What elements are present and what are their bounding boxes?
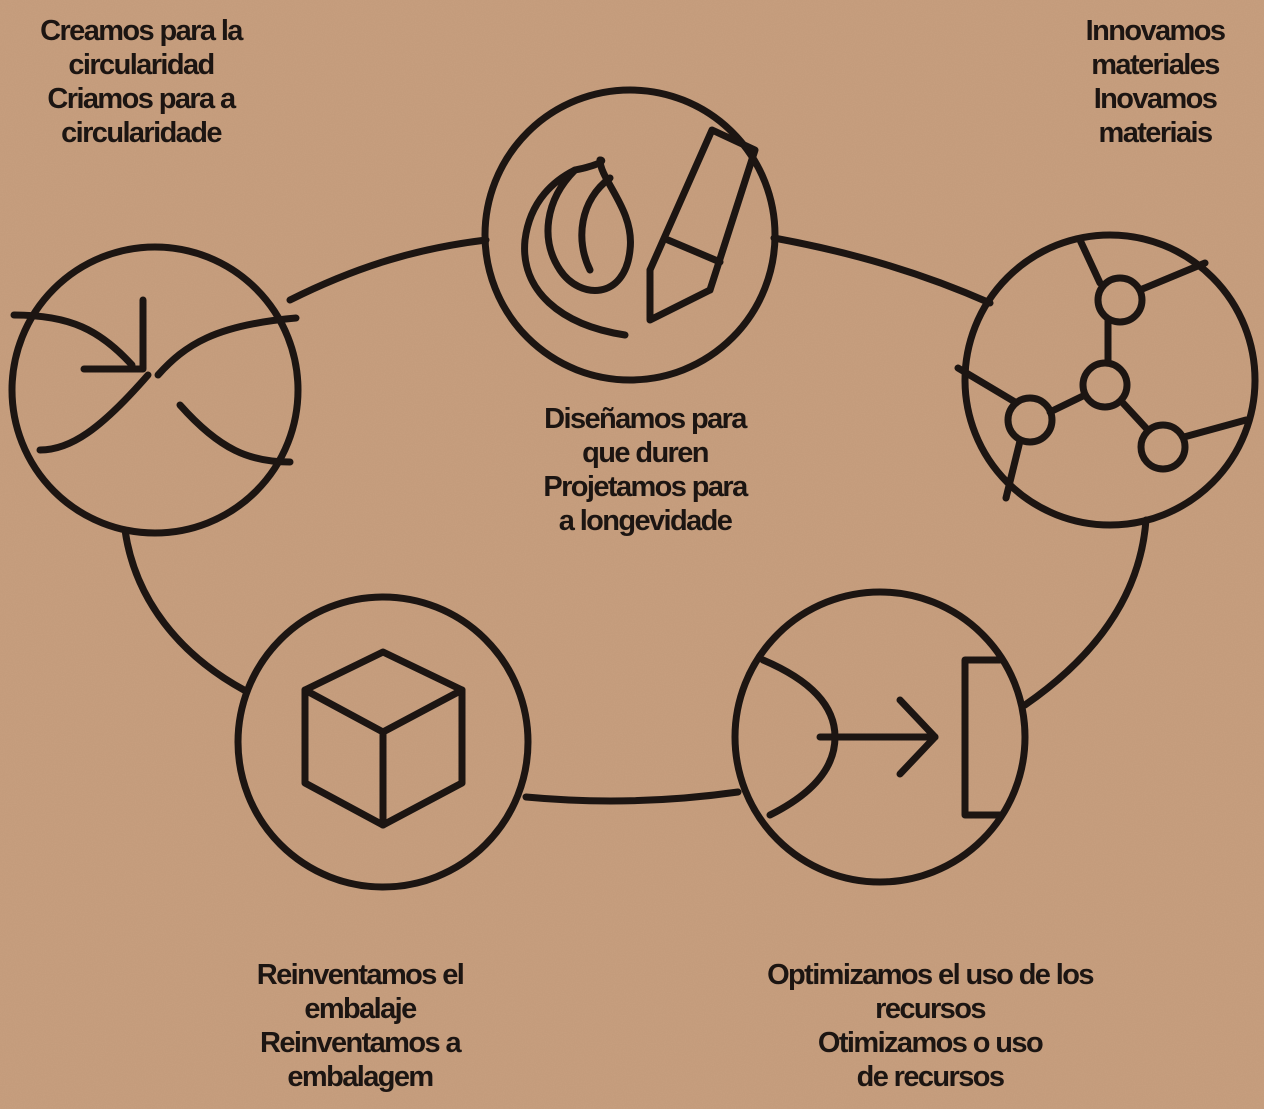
arc-resources-to-packaging: [522, 788, 742, 805]
node-packaging: [234, 593, 532, 891]
label-materials-es-line2: materiales: [1091, 49, 1220, 81]
node-circle-packaging: [234, 593, 532, 891]
node-circle-longevity: [481, 86, 779, 384]
leaf-pencil-icon: [521, 126, 759, 339]
label-circularity-pt-line2: circularidade: [61, 117, 222, 149]
infinity-arrow-icon: [10, 296, 300, 466]
label-resources: Optimizamos el uso de los recursos Otimi…: [700, 958, 1160, 1094]
node-materials: [954, 231, 1259, 529]
label-circularity-es-line2: circularidad: [68, 49, 215, 81]
arc-longevity-to-materials: [770, 234, 994, 307]
label-resources-pt-line1: Otimizamos o uso: [817, 1027, 1044, 1059]
label-packaging-pt-line1: Reinventamos a: [259, 1027, 462, 1059]
node-circularity: [8, 243, 302, 537]
node-circle-circularity: [8, 243, 302, 537]
label-longevity-pt-line2: a longevidade: [558, 505, 733, 537]
label-longevity-pt-line1: Projetamos para: [543, 471, 748, 503]
label-packaging-es-line1: Reinventamos el: [256, 959, 465, 991]
molecule-network-icon: [954, 236, 1250, 502]
label-packaging-pt-line2: embalagem: [287, 1061, 434, 1093]
node-resources: [731, 588, 1029, 886]
label-resources-pt-line2: de recursos: [856, 1061, 1005, 1093]
label-longevity: Diseñamos para que duren Projetamos para…: [500, 402, 790, 538]
label-longevity-es-line1: Diseñamos para: [544, 403, 747, 435]
cube-box-icon: [301, 648, 466, 829]
label-circularity-es-line1: Creamos para la: [40, 15, 243, 47]
arrow-into-bracket-icon: [759, 656, 1004, 819]
label-packaging: Reinventamos el embalaje Reinventamos a …: [200, 958, 520, 1094]
label-resources-es-line1: Optimizamos el uso de los: [767, 959, 1094, 991]
label-circularity: Creamos para la circularidad Criamos par…: [0, 14, 282, 150]
label-materials-pt-line1: Inovamos: [1093, 83, 1218, 115]
arc-circularity-to-longevity: [286, 236, 490, 304]
label-resources-es-line2: recursos: [875, 993, 986, 1025]
arc-materials-to-resources: [1021, 516, 1150, 709]
label-circularity-pt-line1: Criamos para a: [47, 83, 236, 115]
node-circle-materials: [961, 231, 1259, 529]
node-circle-resources: [731, 588, 1029, 886]
label-materials-pt-line2: materiais: [1098, 117, 1214, 149]
label-materials: Innovamos materiales Inovamos materiais: [1050, 14, 1260, 150]
label-materials-es-line1: Innovamos: [1085, 15, 1226, 47]
label-packaging-es-line2: embalaje: [304, 993, 417, 1025]
node-longevity: [481, 86, 779, 384]
cycle-connector-arcs: [121, 234, 1150, 805]
arc-packaging-to-circularity: [121, 526, 248, 694]
label-longevity-es-line2: que duren: [582, 437, 709, 469]
